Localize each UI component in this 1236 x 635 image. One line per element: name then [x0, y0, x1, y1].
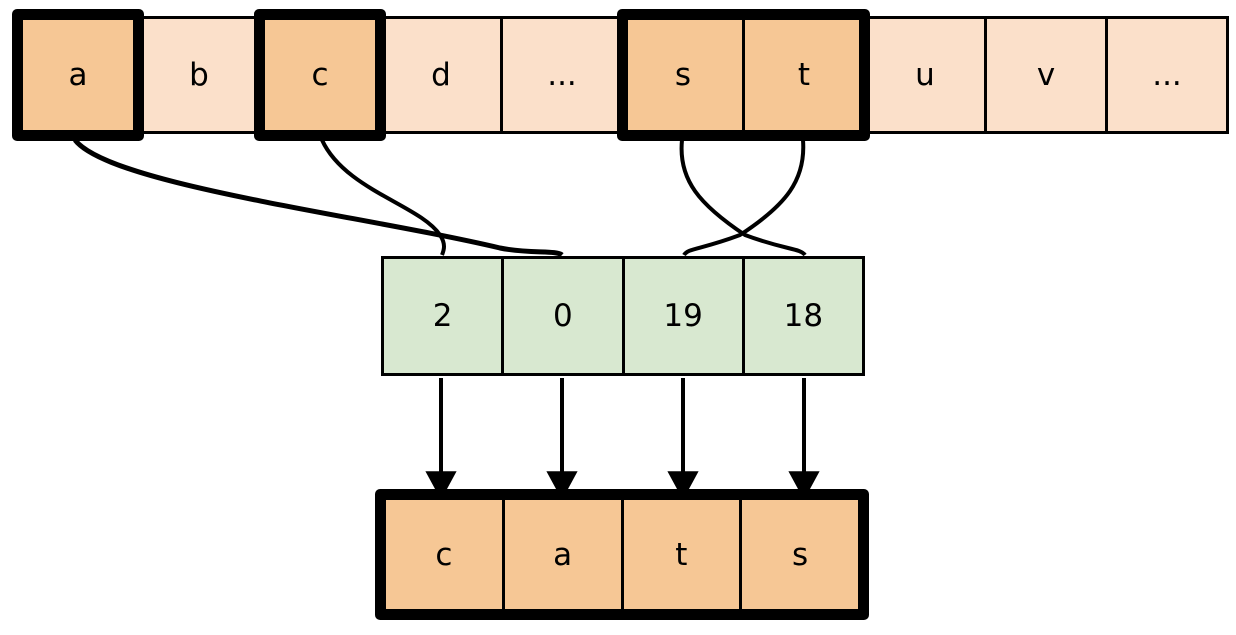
- alphabet-cell-c[interactable]: c: [258, 16, 382, 134]
- word-cell-s[interactable]: s: [742, 500, 858, 609]
- alphabet-cell-d[interactable]: d: [379, 16, 503, 134]
- alphabet-cell-a[interactable]: a: [16, 16, 140, 134]
- alphabet-cell-s[interactable]: s: [621, 16, 745, 134]
- curve-a-to-0: [73, 138, 564, 258]
- word-cell-t[interactable]: t: [623, 500, 743, 609]
- word-cell-c[interactable]: c: [386, 500, 505, 609]
- index-cell-2[interactable]: 19: [624, 259, 745, 373]
- index-cell-3[interactable]: 18: [744, 259, 862, 373]
- result-word: c a t s: [375, 489, 869, 620]
- curve-t-to-19: [682, 139, 806, 257]
- curve-c-to-2: [320, 139, 446, 256]
- alphabet-cell-t[interactable]: t: [742, 16, 866, 134]
- alphabet-cell-v[interactable]: v: [984, 16, 1108, 134]
- word-cell-a[interactable]: a: [504, 500, 624, 609]
- index-cell-1[interactable]: 0: [504, 259, 625, 373]
- alphabet-cell-ellipsis-1[interactable]: ...: [500, 16, 624, 134]
- alphabet-cell-u[interactable]: u: [863, 16, 987, 134]
- index-cell-0[interactable]: 2: [384, 259, 505, 373]
- alphabet-cell-ellipsis-2[interactable]: ...: [1105, 16, 1229, 134]
- alphabet-cell-b[interactable]: b: [137, 16, 261, 134]
- index-array: 2 0 19 18: [381, 256, 865, 376]
- curve-s-to-18: [679, 139, 807, 257]
